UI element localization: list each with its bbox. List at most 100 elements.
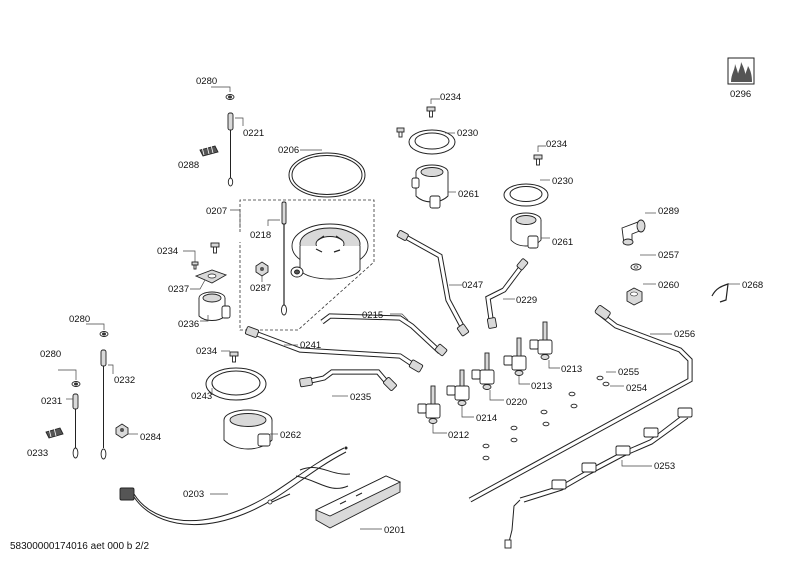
label-0236: 0236	[178, 319, 199, 330]
label-0288: 0288	[178, 160, 199, 171]
label-0255: 0255	[618, 367, 639, 378]
leader-0234b	[430, 98, 440, 104]
label-0247: 0247	[462, 280, 483, 291]
label-0230b: 0230	[552, 176, 573, 187]
label-0221: 0221	[243, 128, 264, 139]
label-0254: 0254	[626, 383, 647, 394]
part-0213-valve-a	[503, 337, 527, 376]
part-0218-electrode	[281, 201, 287, 316]
part-0234-screw-c	[533, 154, 543, 166]
label-0268: 0268	[742, 280, 763, 291]
part-0261-burner-a	[411, 164, 449, 209]
label-0234b: 0234	[440, 92, 461, 103]
label-0212: 0212	[448, 430, 469, 441]
label-0257: 0257	[658, 250, 679, 261]
label-0218: 0218	[250, 230, 271, 241]
label-0229: 0229	[516, 295, 537, 306]
label-0280a: 0280	[196, 76, 217, 87]
label-0237: 0237	[168, 284, 189, 295]
leader-0215	[390, 313, 409, 321]
part-0287-nut	[255, 261, 269, 277]
part-0203-wiring	[119, 446, 351, 525]
part-0234-screw-top	[396, 127, 405, 138]
leader-0253	[621, 460, 652, 467]
part-0280-washer-b	[99, 331, 109, 337]
part-0230-ring-b	[503, 183, 549, 207]
label-0261a: 0261	[458, 189, 479, 200]
label-0287: 0287	[250, 283, 271, 294]
part-0233-clip	[45, 427, 64, 439]
part-small-washers	[482, 375, 610, 461]
part-0220-valve	[471, 352, 495, 390]
leader-0234c	[537, 145, 546, 152]
part-0201-module	[314, 475, 402, 529]
part-0221-thermocouple	[227, 112, 234, 187]
label-0213b: 0213	[561, 364, 582, 375]
label-0220: 0220	[506, 397, 527, 408]
leader-0214	[461, 406, 474, 418]
part-0289-elbow	[621, 219, 646, 246]
label-0289: 0289	[658, 206, 679, 217]
label-0231: 0231	[41, 396, 62, 407]
part-0260-nut	[626, 287, 643, 306]
label-0234a: 0234	[157, 246, 178, 257]
leader-0237	[190, 279, 206, 290]
label-0280c: 0280	[40, 349, 61, 360]
label-0260: 0260	[658, 280, 679, 291]
leader-0213b	[548, 360, 560, 369]
part-0234-screw-d	[229, 351, 239, 363]
label-0261b: 0261	[552, 237, 573, 248]
leader-0236	[200, 315, 209, 322]
part-0232-electrode	[100, 349, 107, 460]
leader-0280c	[58, 369, 77, 380]
label-0214: 0214	[476, 413, 497, 424]
leader-0218	[267, 219, 280, 226]
label-0296: 0296	[730, 89, 751, 100]
label-0230a: 0230	[457, 128, 478, 139]
part-0213-valve-b	[529, 321, 553, 360]
label-0213a: 0213	[531, 381, 552, 392]
label-0206: 0206	[278, 145, 299, 156]
part-0231-thermocouple	[72, 393, 79, 459]
leader-0232	[108, 364, 114, 374]
part-0284-nut	[115, 423, 129, 439]
leader-0212	[432, 424, 447, 434]
label-0256: 0256	[674, 329, 695, 340]
part-0241-pipe	[244, 326, 424, 373]
part-0262-burner	[223, 409, 273, 450]
label-0253: 0253	[654, 461, 675, 472]
label-0207: 0207	[206, 206, 227, 217]
part-0214-valve	[446, 369, 470, 406]
part-0230-ring-a	[408, 129, 456, 155]
label-0234d: 0234	[196, 346, 217, 357]
part-0257-washer	[630, 263, 642, 271]
part-0237-plate	[194, 269, 228, 284]
label-0215: 0215	[362, 310, 383, 321]
group-0207-outline	[239, 199, 375, 331]
part-0253-harness	[504, 407, 693, 549]
label-0203: 0203	[183, 489, 204, 500]
part-0243-ring	[205, 367, 267, 401]
label-0201: 0201	[384, 525, 405, 536]
part-0280-washer	[225, 94, 235, 100]
footer-document-code: 58300000174016 aet 000 b 2/2	[10, 541, 150, 552]
label-0280b: 0280	[69, 314, 90, 325]
label-0234c: 0234	[546, 139, 567, 150]
part-0234-small-screw	[191, 261, 199, 270]
part-0268-bracket	[711, 283, 729, 303]
leader-0221	[235, 117, 244, 126]
part-0280-washer-c	[71, 381, 81, 387]
part-0247-pipe	[396, 230, 470, 337]
part-0234-screw-b	[426, 106, 436, 118]
leader-0280a	[211, 86, 231, 92]
part-0215-pipe	[320, 313, 448, 357]
part-0256-gas-rail	[468, 305, 693, 503]
part-0288-clip	[199, 144, 219, 157]
leader-0207	[230, 209, 241, 228]
flame-icon	[727, 57, 755, 85]
part-0236-burner-base	[198, 291, 231, 321]
label-0284: 0284	[140, 432, 161, 443]
part-0206-gasket	[288, 152, 366, 198]
part-0261-burner-b	[510, 212, 542, 249]
